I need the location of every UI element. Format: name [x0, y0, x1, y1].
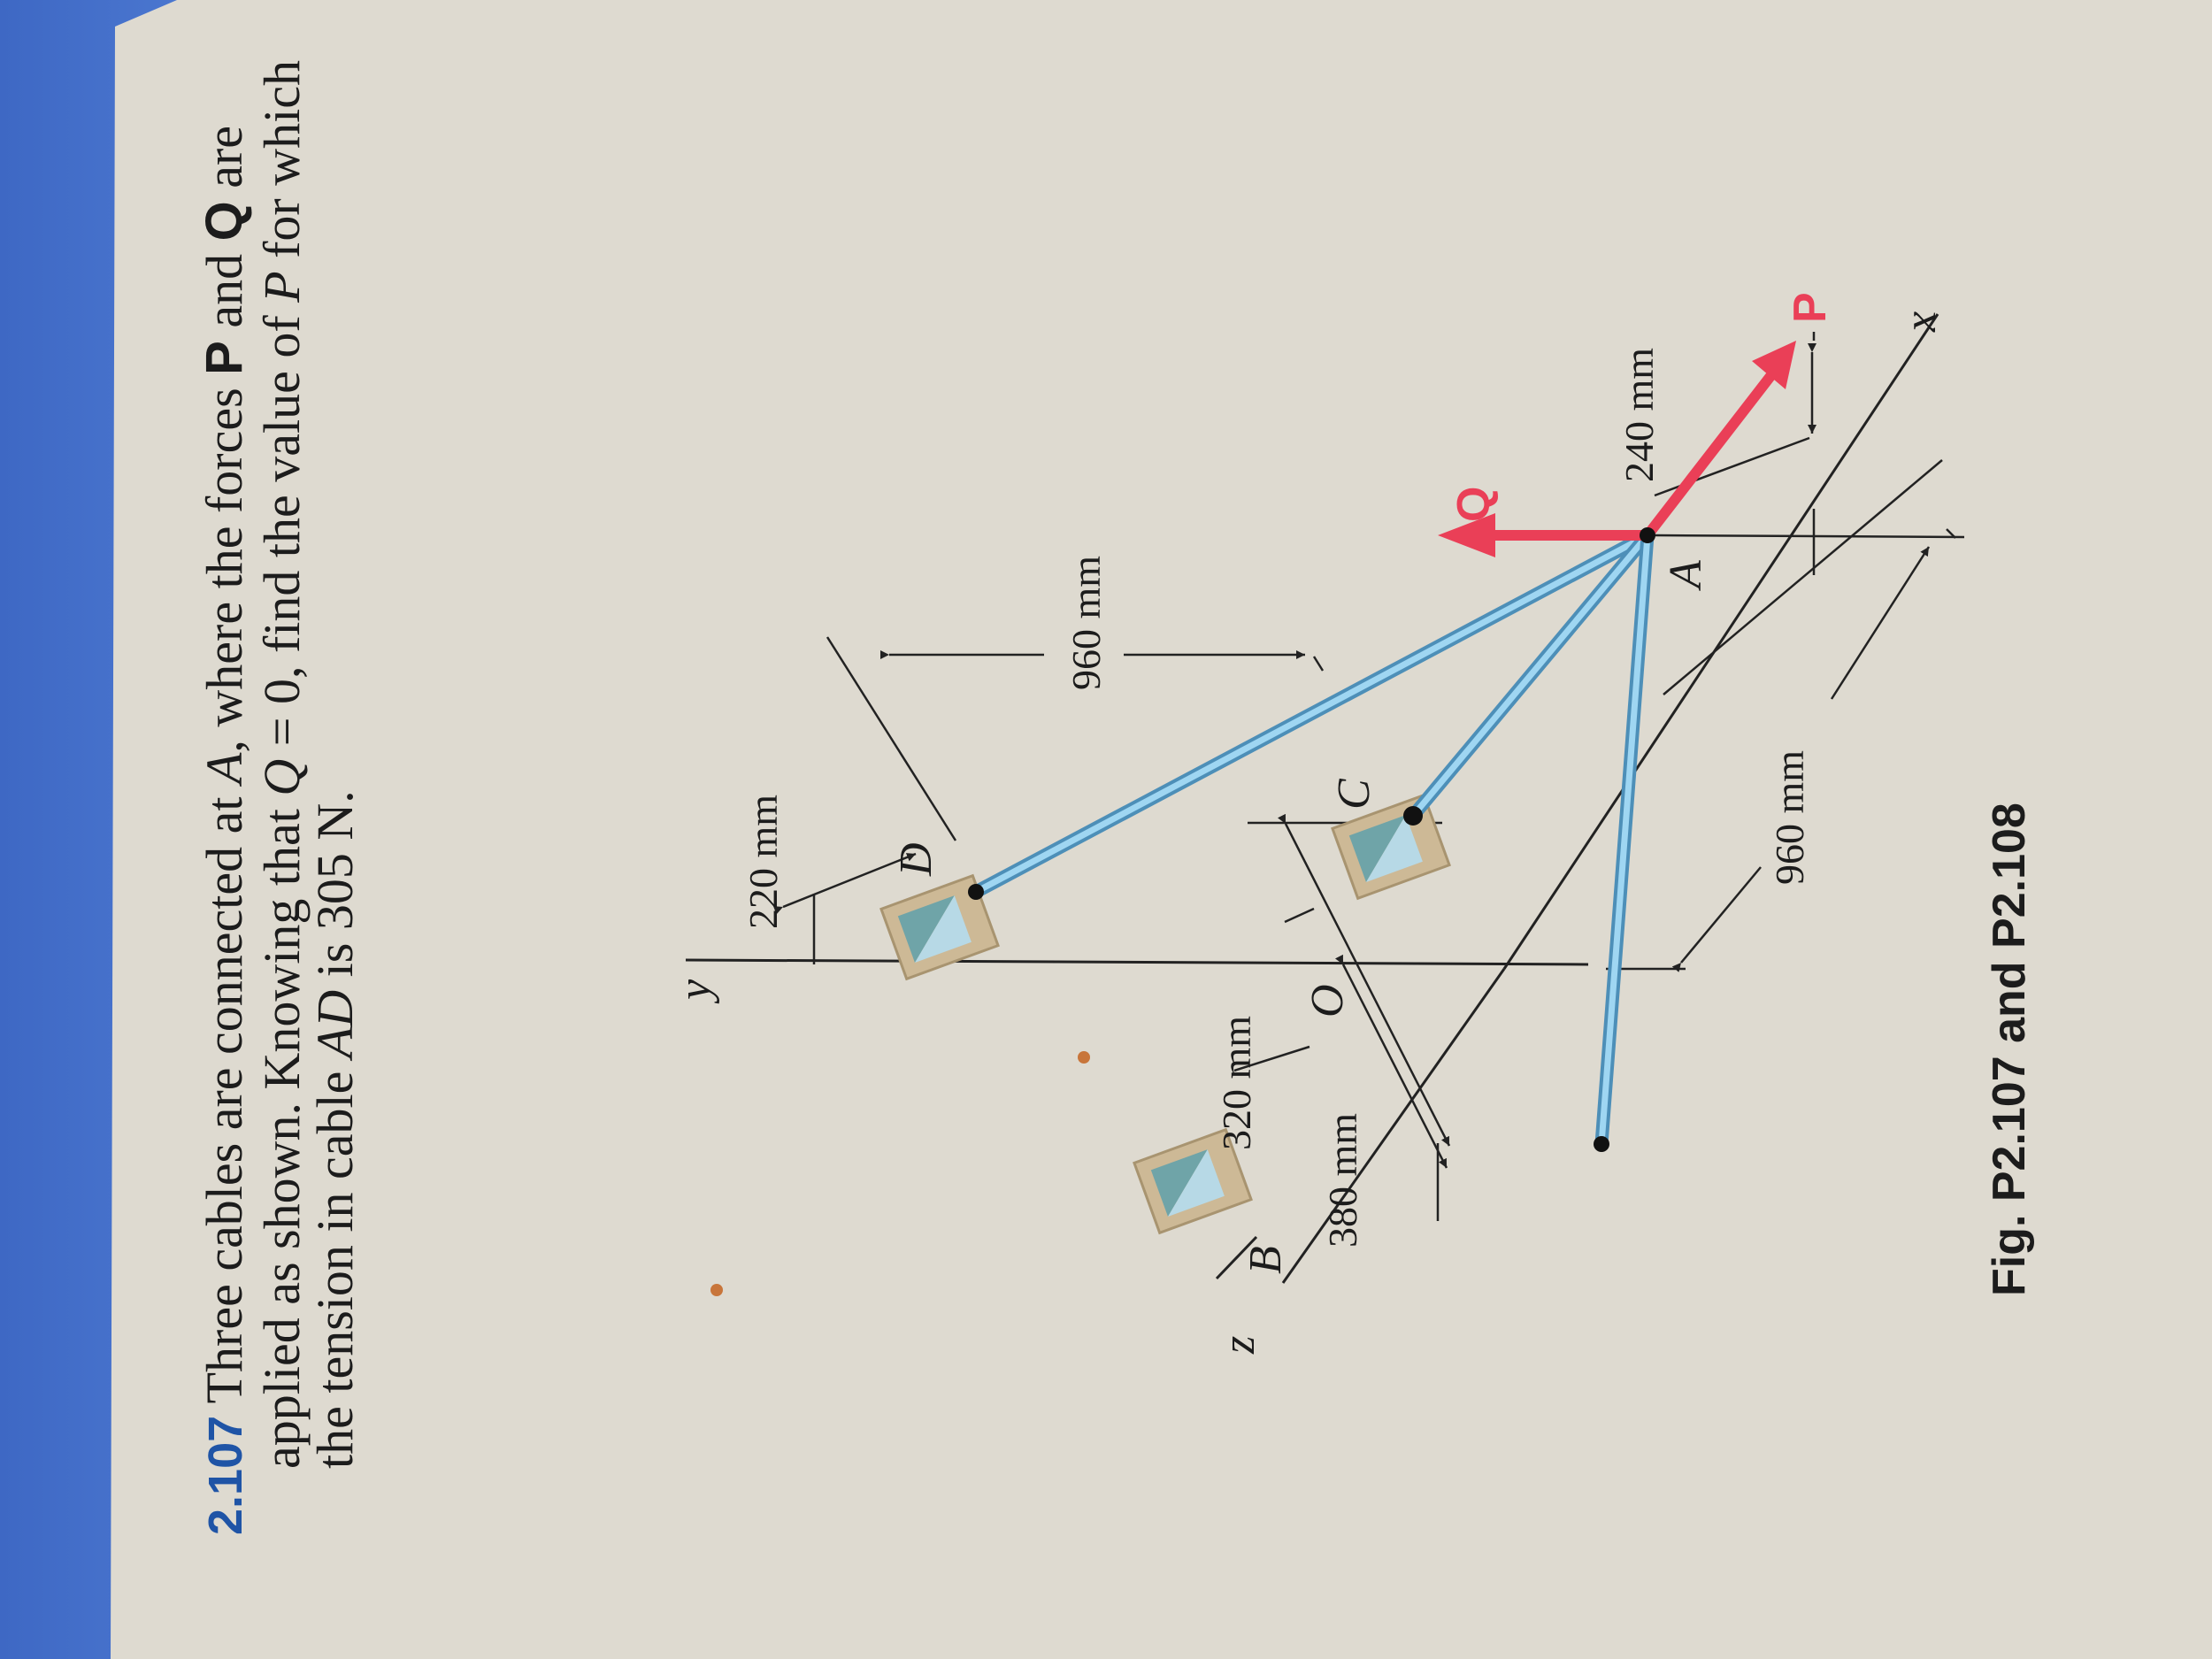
problem-number: 2.107	[199, 1415, 252, 1535]
problem-line-2: applied as shown. Knowing that Q = 0, fi…	[253, 60, 311, 1469]
dim-960-bottom-arrow-a	[1671, 866, 1762, 972]
x-axis-line	[1502, 313, 1939, 970]
label-point-a: A	[1661, 560, 1711, 588]
figure-caption: Fig. P2.107 and P2.108	[1984, 803, 2035, 1296]
joint-c	[1403, 806, 1423, 826]
page-dot-1	[710, 1284, 723, 1296]
dim-320-arrow	[1335, 954, 1448, 1169]
label-point-d: D	[891, 842, 941, 876]
dim-220-arrow	[772, 852, 917, 915]
dim-960-bottom-arrow-b	[1830, 546, 1931, 700]
label-dim-320: 320 mm	[1214, 1015, 1259, 1150]
label-y-axis: y	[670, 979, 720, 1000]
book-cover-edge	[0, 0, 177, 1659]
label-point-c: C	[1329, 779, 1379, 810]
label-force-q: Q	[1448, 486, 1500, 522]
z-axis-tail	[1215, 1235, 1258, 1280]
force-p-arrow	[1643, 368, 1778, 539]
problem-line-1: 2.107 Three cables are connected at A, w…	[196, 125, 253, 1535]
label-dim-380: 380 mm	[1320, 1112, 1365, 1248]
label-dim-960-bottom: 960 mm	[1767, 749, 1812, 885]
problem-line-3: the tension in cable AD is 305 N.	[306, 790, 364, 1469]
joint-d	[968, 884, 984, 900]
support-d	[879, 873, 1000, 981]
label-force-p: P	[1785, 292, 1836, 323]
label-point-b: B	[1240, 1246, 1291, 1274]
joint-a	[1640, 527, 1655, 543]
cables	[969, 528, 1655, 1151]
forces	[1438, 341, 1796, 557]
label-point-o: O	[1302, 984, 1353, 1018]
joints	[968, 527, 1655, 1152]
support-b	[1133, 1127, 1253, 1235]
label-dim-220: 220 mm	[741, 794, 786, 929]
joint-b	[1594, 1136, 1609, 1152]
label-z-axis: z	[1214, 1335, 1264, 1354]
label-x-axis: x	[1895, 311, 1946, 332]
label-dim-960-top: 960 mm	[1064, 555, 1109, 690]
label-dim-240: 240 mm	[1617, 347, 1662, 482]
page-dot-2	[1078, 1051, 1090, 1064]
